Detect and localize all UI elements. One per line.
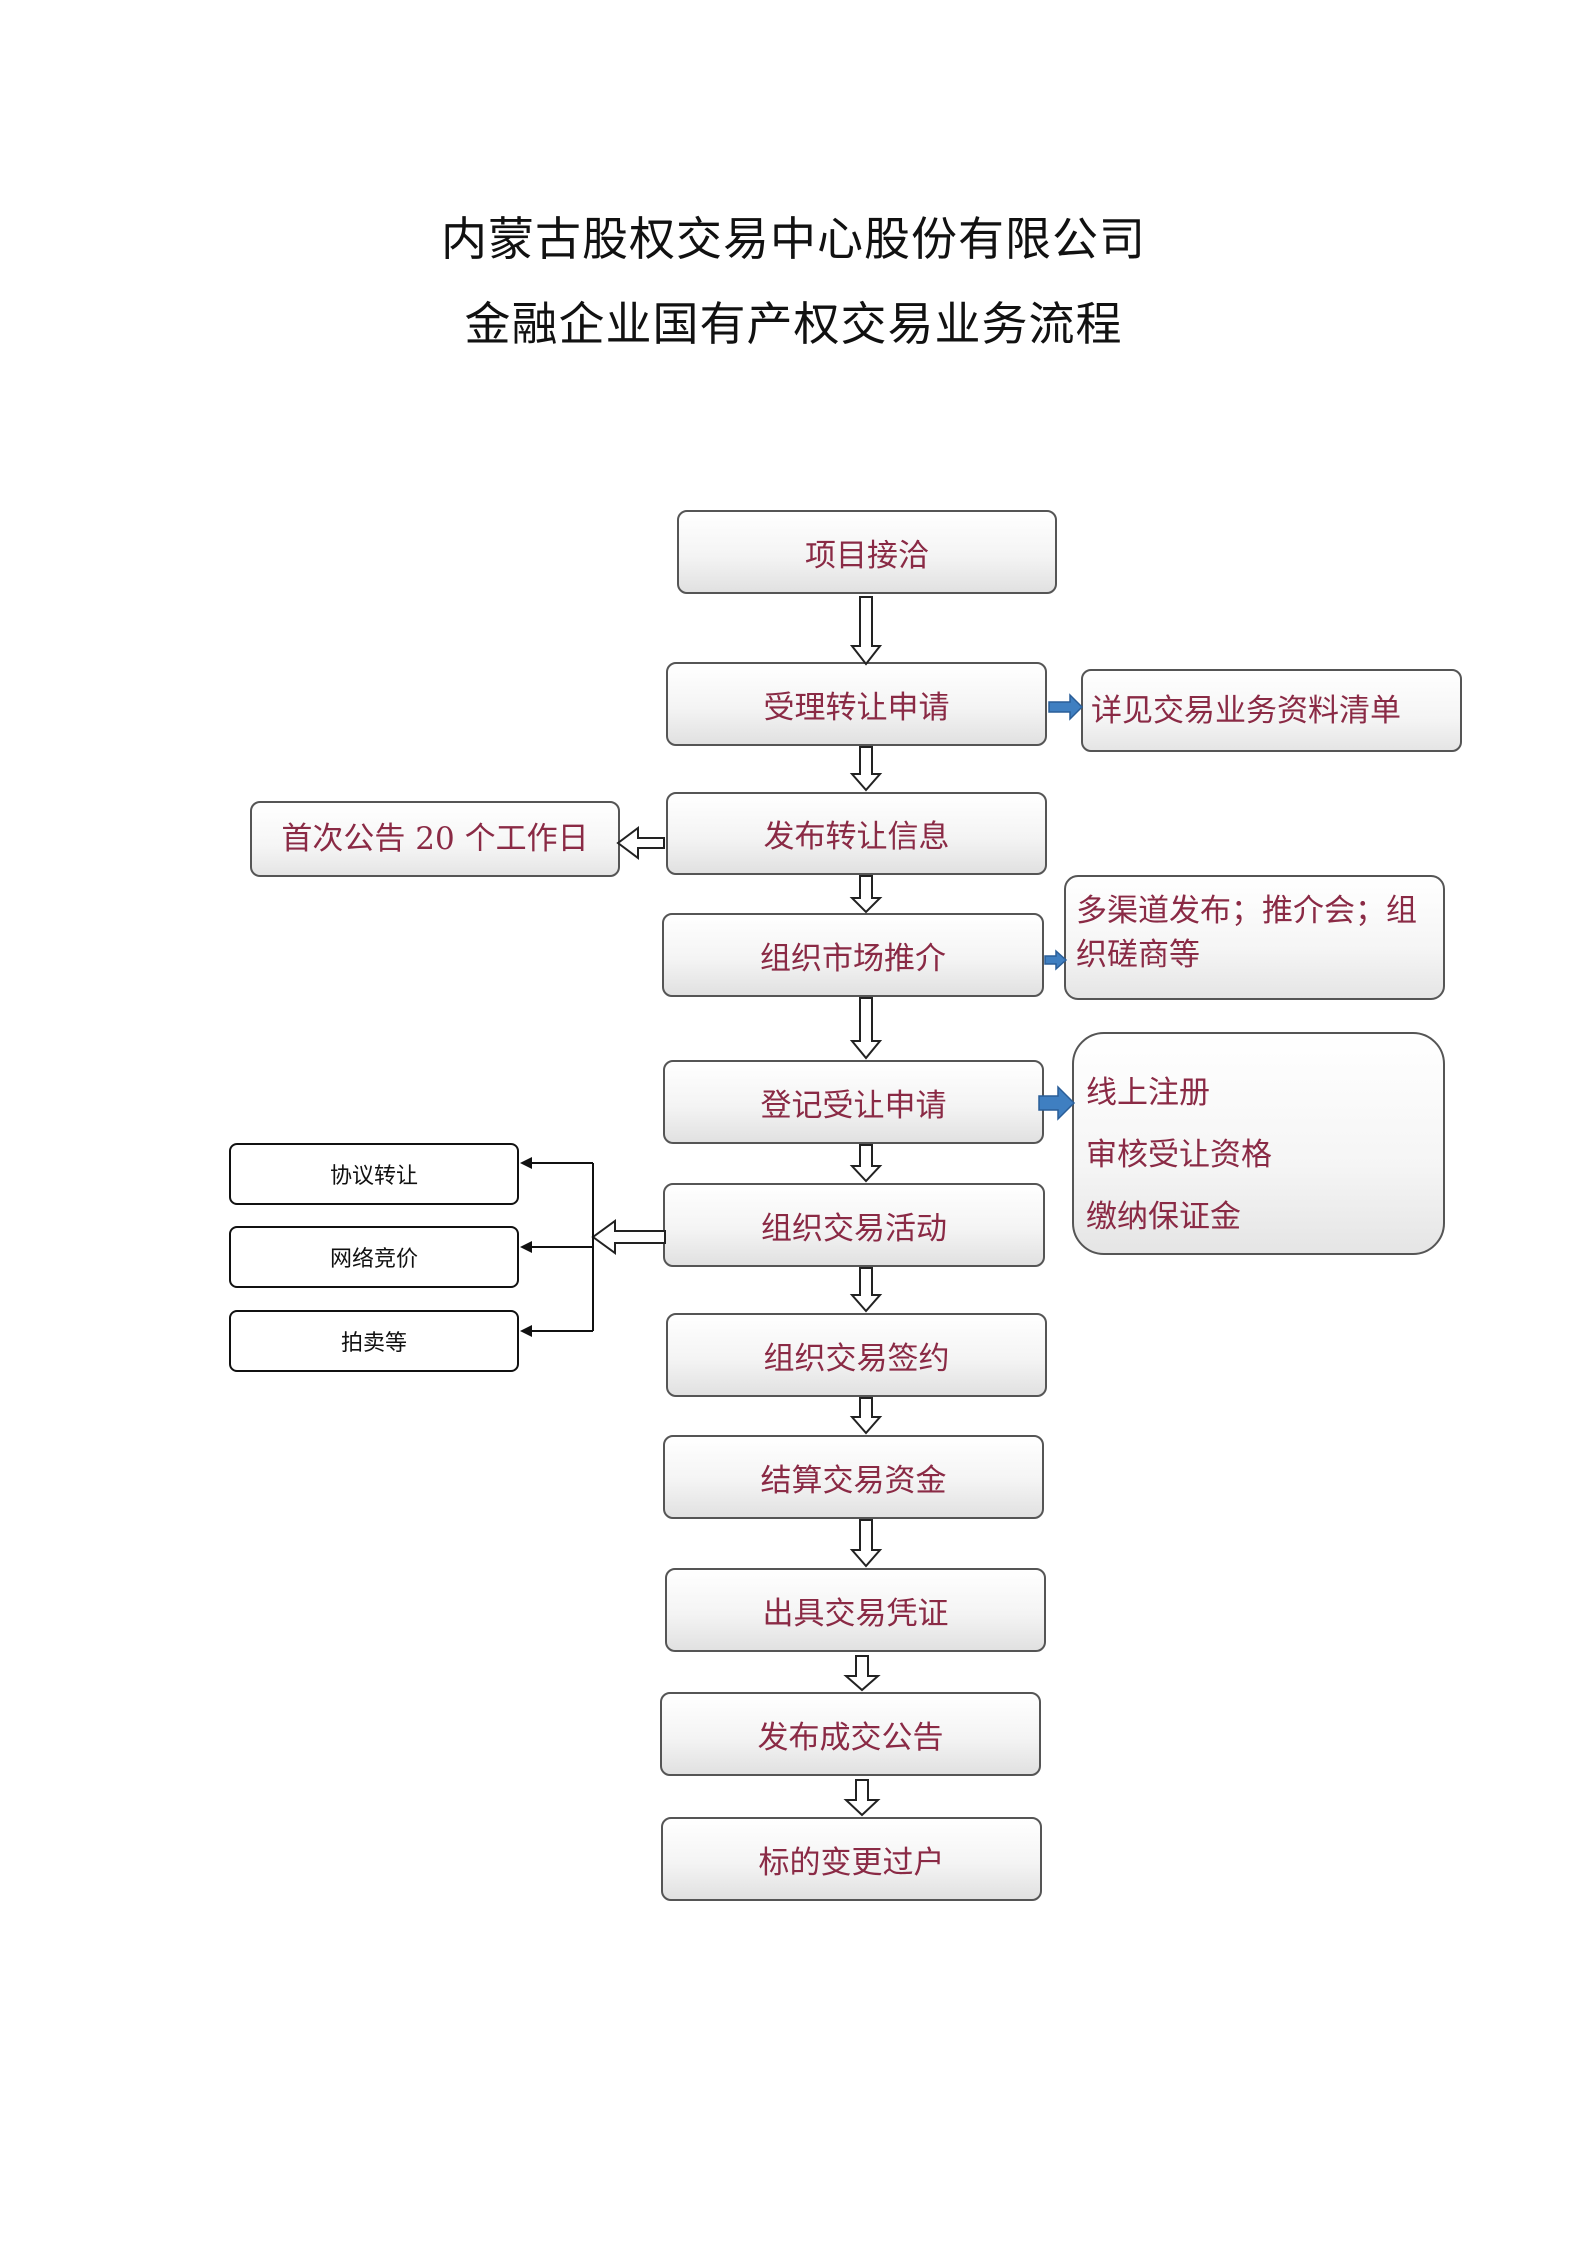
right-arrow-promotion (1044, 949, 1068, 971)
step-accept-transfer-application: 受理转让申请 (666, 662, 1047, 746)
step-project-contact: 项目接洽 (677, 510, 1057, 594)
down-arrow-5 (849, 1144, 883, 1183)
down-arrow-1 (849, 596, 883, 666)
page-title-line1: 内蒙古股权交易中心股份有限公司 (441, 212, 1146, 266)
note-promotion-channels: 多渠道发布；推介会；组织磋商等 (1064, 875, 1445, 1000)
step-issue-certificate: 出具交易凭证 (665, 1568, 1046, 1652)
down-arrow-4 (849, 997, 883, 1060)
down-arrow-10 (843, 1779, 881, 1817)
step-organize-trading: 组织交易活动 (663, 1183, 1045, 1267)
left-arrow-first-announcement (616, 826, 665, 860)
right-arrow-materials (1048, 693, 1084, 721)
note-pay-deposit: 缴纳保证金 (1086, 1199, 1241, 1235)
step-publish-transfer-info: 发布转让信息 (666, 792, 1047, 875)
page-title-line2: 金融企业国有产权交易业务流程 (464, 297, 1123, 351)
note-materials-list-text: 详见交易业务资料清单 (1091, 692, 1401, 729)
right-arrow-registration (1038, 1085, 1076, 1121)
down-arrow-3 (849, 875, 883, 914)
down-arrow-7 (849, 1397, 883, 1435)
method-auction: 拍卖等 (229, 1310, 519, 1372)
note-first-announcement-text: 首次公告 20 个工作日 (281, 821, 589, 857)
note-promotion-channels-text: 多渠道发布；推介会；组织磋商等 (1076, 893, 1417, 973)
left-arrow-trading-methods (591, 1219, 666, 1255)
methods-arrowhead-middle (520, 1241, 532, 1253)
method-online-bidding: 网络竞价 (229, 1226, 519, 1288)
step-publish-deal-notice: 发布成交公告 (660, 1692, 1041, 1776)
down-arrow-9 (843, 1655, 881, 1692)
methods-arrowhead-top (520, 1157, 532, 1169)
down-arrow-8 (849, 1519, 883, 1568)
note-first-announcement: 首次公告 20 个工作日 (250, 801, 620, 877)
step-market-promotion: 组织市场推介 (662, 913, 1044, 997)
down-arrow-6 (849, 1267, 883, 1313)
step-transfer-registration: 标的变更过户 (661, 1817, 1042, 1901)
note-materials-list: 详见交易业务资料清单 (1081, 669, 1462, 752)
note-online-register: 线上注册 (1086, 1075, 1210, 1111)
note-review-qualification: 审核受让资格 (1086, 1137, 1272, 1173)
methods-arrowhead-bottom (520, 1325, 532, 1337)
method-agreement-transfer: 协议转让 (229, 1143, 519, 1205)
note-registration-requirements: 线上注册 审核受让资格 缴纳保证金 (1072, 1032, 1445, 1255)
step-settle-funds: 结算交易资金 (663, 1435, 1044, 1519)
step-organize-signing: 组织交易签约 (666, 1313, 1047, 1397)
down-arrow-2 (849, 746, 883, 792)
